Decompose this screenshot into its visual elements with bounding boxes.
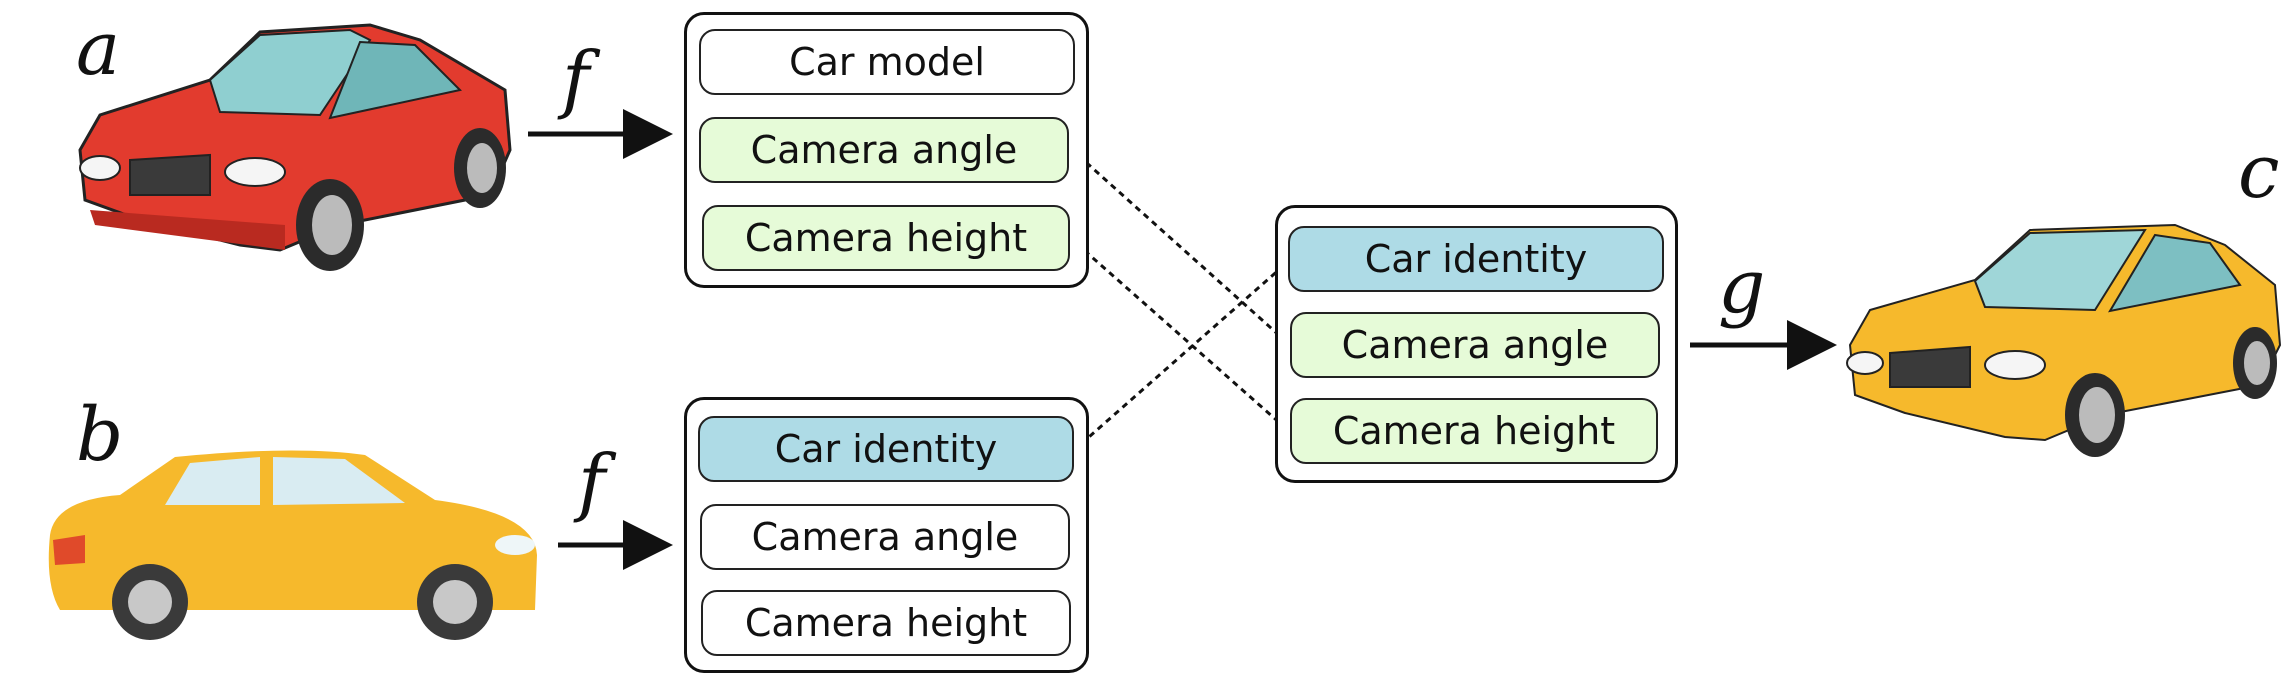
- label-f-top: f: [562, 36, 590, 122]
- box-b-camera-height: Camera height: [701, 590, 1071, 656]
- link-camera-height: [1067, 234, 1291, 434]
- label-a: a: [76, 6, 121, 92]
- box-c-camera-angle: Camera angle: [1290, 312, 1660, 378]
- box-a-camera-angle: Camera angle: [699, 117, 1069, 183]
- latent-box-b: Car identity Camera angle Camera height: [684, 397, 1089, 673]
- label-f-bottom: f: [578, 439, 606, 525]
- label-c: c: [2238, 129, 2280, 215]
- box-b-car-identity: Car identity: [698, 416, 1074, 482]
- box-a-camera-height: Camera height: [702, 205, 1070, 271]
- label-g: g: [1718, 244, 1766, 330]
- latent-box-composed: Car identity Camera angle Camera height: [1275, 205, 1678, 483]
- link-camera-angle: [1068, 146, 1292, 347]
- latent-box-a: Car model Camera angle Camera height: [684, 12, 1089, 288]
- box-c-car-identity: Car identity: [1288, 226, 1664, 292]
- label-b: b: [76, 392, 124, 478]
- box-c-camera-height: Camera height: [1290, 398, 1658, 464]
- link-car-identity: [1072, 258, 1291, 453]
- box-b-camera-angle: Camera angle: [700, 504, 1070, 570]
- box-a-car-model: Car model: [699, 29, 1075, 95]
